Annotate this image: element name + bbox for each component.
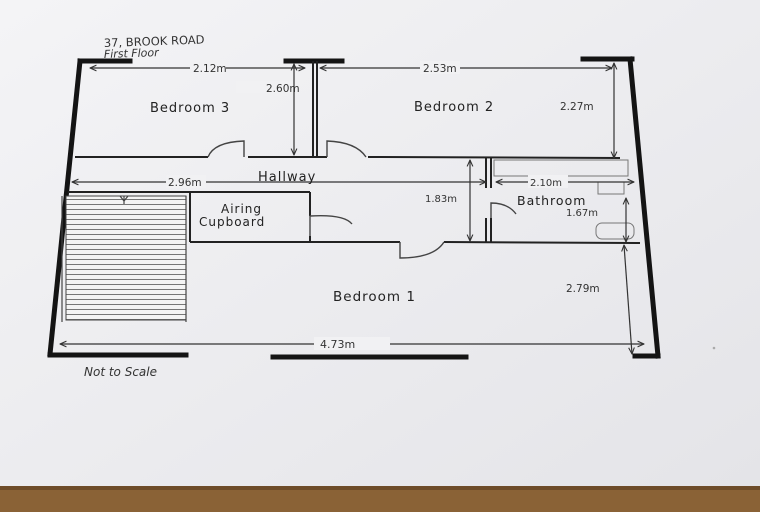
dim-hallway-depth: 1.83m <box>425 194 457 205</box>
room-label-bedroom-3: Bedroom 3 <box>150 101 230 116</box>
room-label-airing-line-2: Cupboard <box>199 215 265 229</box>
door-swings <box>207 140 517 259</box>
table-edge <box>0 488 760 512</box>
dim-hallway-width: 2.96m <box>168 177 202 189</box>
dim-bedroom-3-depth: 2.60m <box>266 83 300 95</box>
dim-bathroom-width: 2.10m <box>530 178 562 189</box>
floor-label: First Floor <box>104 46 161 61</box>
dimension-labels: 2.12m 2.60m 2.53m 2.27m 2.96m 1.83m 2.10… <box>166 61 600 351</box>
stair-rail <box>61 195 187 322</box>
internal-walls <box>68 61 641 244</box>
staircase <box>65 195 187 321</box>
scale-note: Not to Scale <box>84 365 157 379</box>
dim-bathroom-depth: 1.67m <box>566 208 598 219</box>
dim-bedroom-1-depth: 2.79m <box>566 283 600 295</box>
paper-mark <box>712 346 716 350</box>
room-label-bedroom-1: Bedroom 1 <box>333 289 416 305</box>
room-label-hallway: Hallway <box>258 170 316 185</box>
room-label-airing-line-1: Airing <box>221 202 262 216</box>
room-label-bedroom-2: Bedroom 2 <box>414 100 494 115</box>
dim-bedroom-3-width: 2.12m <box>193 63 227 75</box>
room-label-bathroom: Bathroom <box>517 193 586 208</box>
dim-bedroom-2-width: 2.53m <box>423 63 457 75</box>
dim-bedroom-1-width: 4.73m <box>320 338 355 351</box>
dim-bedroom-2-depth: 2.27m <box>560 101 594 113</box>
address-label: 37, BROOK ROAD <box>104 32 205 50</box>
